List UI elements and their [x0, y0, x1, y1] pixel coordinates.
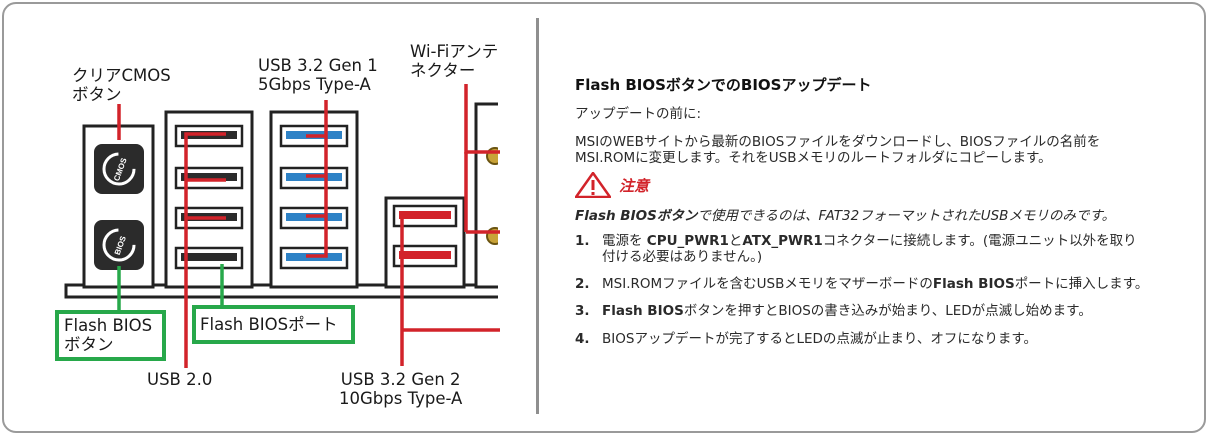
- flash-bios-port-label-box: [192, 305, 355, 344]
- usb20-callout-line: [184, 132, 226, 368]
- flash-bios-port-label: Flash BIOSポート: [200, 315, 338, 334]
- flash-bios-button: [94, 220, 144, 270]
- flash-bios-button-label-box: [55, 310, 166, 361]
- wifi-label: Wi-Fiアンテネクター: [410, 42, 499, 80]
- wifi-connector-area: [474, 100, 536, 300]
- fat32-note: Flash BIOSボタンで使用できるのは、FAT32フォーマットされたUSBメ…: [575, 208, 1116, 224]
- warning-label: 注意: [619, 177, 650, 195]
- usb32-gen1-stack: [269, 110, 359, 289]
- usb20-stack: [164, 110, 254, 289]
- usb32g2-callout-line: [400, 214, 424, 366]
- column-divider: [536, 18, 539, 414]
- before-update-label: アップデートの前に:: [575, 106, 702, 122]
- usb32-gen2-stack: [384, 196, 466, 289]
- clear-cmos-button: [94, 144, 144, 194]
- usb20-label: USB 2.0: [147, 370, 213, 389]
- content-frame: [2, 2, 1206, 433]
- button-panel: CMOS BIOS: [82, 124, 155, 289]
- section-heading: Flash BIOSボタンでのBIOSアップデート: [575, 76, 872, 94]
- warning-icon: [575, 172, 611, 198]
- instruction-paragraph: MSIのWEBサイトから最新のBIOSファイルをダウンロードし、BIOSファイル…: [575, 134, 1101, 166]
- usb3-callout-line: [306, 100, 328, 258]
- rear-io-diagram: CMOS BIOS: [64, 84, 536, 368]
